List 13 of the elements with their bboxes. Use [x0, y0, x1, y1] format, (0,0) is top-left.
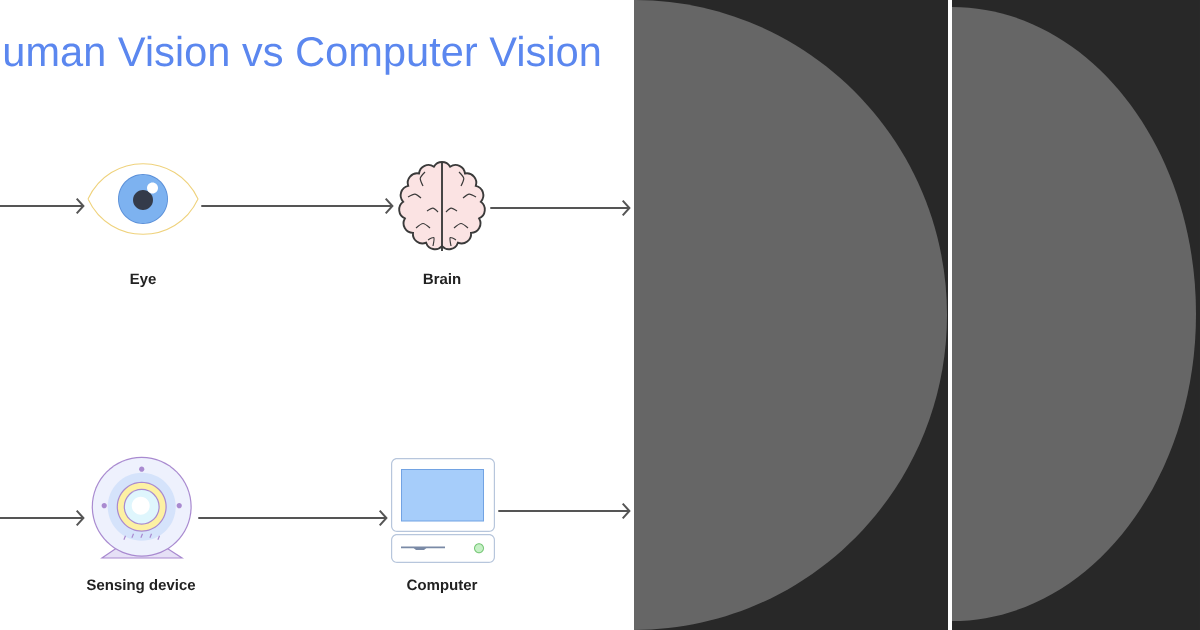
half-circle-panel: [952, 0, 1200, 630]
arrow: [497, 502, 631, 520]
icon-label: Eye: [130, 273, 156, 288]
icon-label: Brain: [423, 273, 461, 285]
arrow: [0, 197, 85, 215]
arrow: [200, 197, 394, 215]
title: uman Vision vs Computer Vision: [4, 35, 600, 75]
half-circle-panel: [634, 0, 948, 630]
arrow: [489, 199, 631, 217]
arrow: [0, 509, 85, 527]
icon-label: Sensing device: [86, 579, 196, 594]
arrow: [197, 509, 388, 527]
icon-label: Computer: [407, 579, 478, 594]
